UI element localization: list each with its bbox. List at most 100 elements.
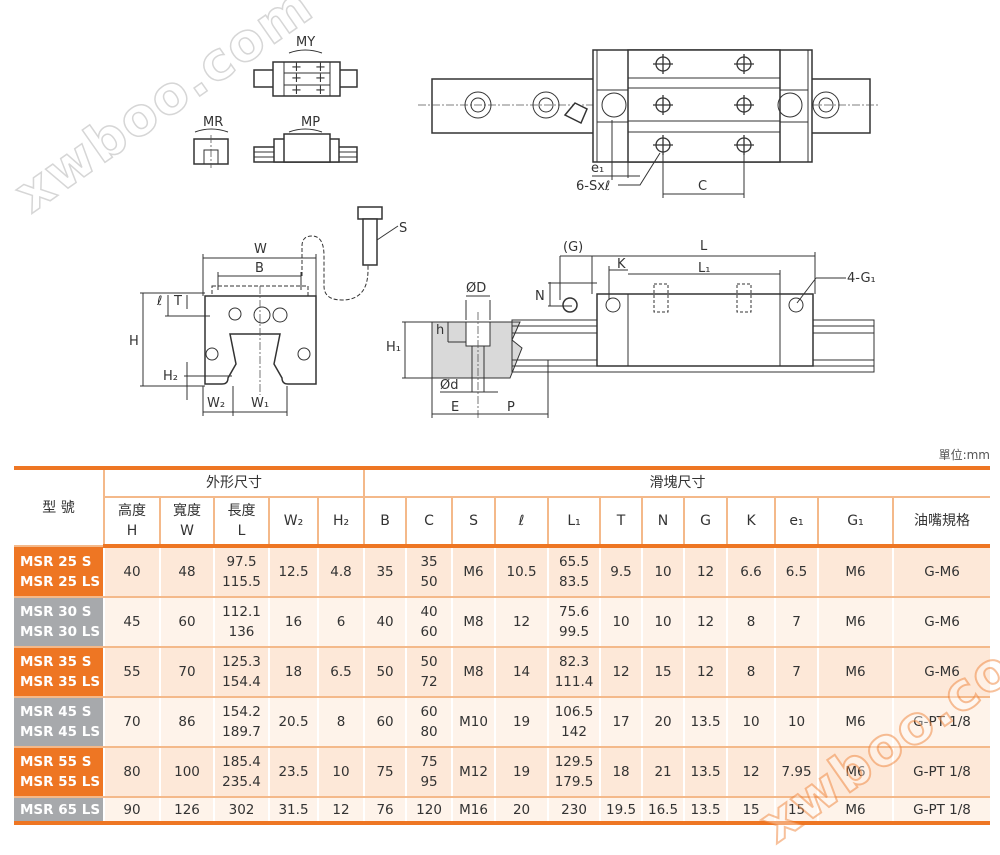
cell-value: 50 (420, 654, 438, 670)
H-label: H (129, 334, 139, 349)
model-cell: MSR 65 LS (14, 797, 104, 824)
value-cell: 20.5 (268, 697, 318, 748)
H2-label: H₂ (163, 369, 178, 384)
value-cell: 15 (726, 797, 776, 824)
value-cell: 15 (774, 797, 819, 824)
value-cell: M6 (817, 546, 894, 598)
cell-value: 136 (228, 624, 255, 640)
moment-roll-diagram: MR (193, 115, 229, 168)
L1-label: L₁ (698, 261, 710, 276)
value-cell: 12 (683, 597, 728, 648)
cell-value: 154.2 (222, 704, 261, 720)
cell-value: 97.5 (226, 554, 257, 570)
P-label: P (507, 400, 515, 415)
column-header-symbol: ℓ (518, 513, 525, 529)
value-cell: 10 (599, 597, 643, 648)
value-cell: M6 (817, 797, 894, 824)
svg-text:+: + (315, 71, 326, 86)
value-cell: 76 (363, 797, 407, 824)
column-header: C (405, 497, 453, 548)
value-cell: 31.5 (268, 797, 318, 824)
cell-value: 72 (420, 674, 438, 690)
column-header-symbol: C (424, 513, 434, 529)
moment-yaw-diagram: MY ++ ++ ++ (253, 35, 358, 98)
W-label: W (254, 242, 267, 257)
column-header: e₁ (774, 497, 819, 548)
value-cell: 97.5 115.5 (213, 546, 269, 598)
model-name: MSR 55 LS (20, 774, 101, 790)
column-header-symbol: W (180, 523, 194, 539)
model-name: MSR 25 S (20, 553, 92, 570)
value-cell: 45 (103, 597, 160, 648)
column-header-symbol: K (746, 513, 756, 529)
value-cell: 126 (159, 797, 214, 824)
column-header: G (683, 497, 728, 548)
cell-value: 189.7 (222, 724, 261, 740)
value-cell: 4.8 (316, 546, 365, 598)
B-label: B (255, 261, 264, 276)
model-name: MSR 55 S (20, 754, 92, 770)
E-label: E (451, 400, 459, 415)
value-cell: 18 (599, 747, 643, 798)
value-cell: 6.6 (726, 546, 776, 598)
cell-value: 154.4 (222, 674, 261, 690)
column-header-label: 寬度 (173, 503, 201, 519)
value-cell: 9.5 (599, 546, 643, 598)
moment-pitch-label: MP (301, 115, 320, 130)
value-cell: 48 (159, 546, 214, 598)
value-cell: 10 (774, 697, 819, 748)
value-cell: 7 (774, 597, 819, 648)
G-label: (G) (563, 240, 583, 255)
value-cell: 10 (641, 597, 685, 648)
value-cell: 7.95 (774, 747, 819, 798)
column-header-symbol: S (469, 513, 478, 529)
value-cell: 8 (316, 697, 365, 748)
cell-value: 185.4 (222, 754, 261, 770)
cell-value: 35 (420, 554, 438, 570)
front-view: W B H ℓ T H₂ W₂ W₁ S (129, 206, 407, 416)
column-header: G₁ (817, 497, 894, 548)
value-cell: 40 (363, 597, 407, 648)
value-cell: 6.5 (316, 647, 365, 698)
column-header: 油嘴規格 (892, 497, 991, 548)
value-cell: M6 (817, 647, 894, 698)
grease-nipple-icon (562, 297, 578, 313)
cell-value: 80 (420, 724, 438, 740)
value-cell: 75 (363, 747, 407, 798)
value-cell: G-PT 1/8 (892, 797, 991, 824)
cell-value: 75 (420, 754, 438, 770)
column-header-symbol: H (126, 523, 138, 539)
value-cell: 8 (726, 597, 776, 648)
value-cell: M8 (451, 597, 496, 648)
S-label: S (399, 221, 407, 236)
T-label: T (173, 294, 182, 309)
cell-value: 115.5 (222, 574, 261, 590)
cell-value: 60 (420, 704, 438, 720)
model-name: MSR 45 LS (20, 724, 101, 740)
value-cell: 50 (363, 647, 407, 698)
column-header-symbol: N (657, 513, 669, 529)
svg-text:+: + (291, 60, 302, 75)
cell-value: 142 (561, 724, 587, 740)
cell-value: 95 (420, 774, 438, 790)
model-cell: MSR 45 S MSR 45 LS (14, 697, 104, 748)
column-header-symbol: G (700, 513, 711, 529)
cell-value: 40 (420, 604, 438, 620)
value-cell: 20 (641, 697, 685, 748)
model-name: MSR 35 LS (20, 674, 101, 690)
value-cell: 7 (774, 647, 819, 698)
model-name: MSR 45 S (20, 704, 92, 720)
model-cell: MSR 55 S MSR 55 LS (14, 747, 104, 798)
cell-value: 65.5 (559, 554, 590, 570)
column-header-label: 長度 (227, 503, 256, 519)
OD-label: ØD (466, 281, 486, 296)
